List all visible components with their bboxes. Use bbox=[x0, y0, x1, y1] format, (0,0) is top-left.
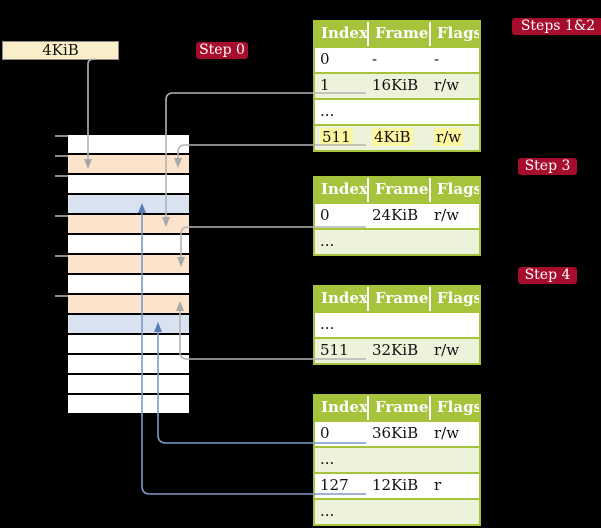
table-cell: 24KiB bbox=[372, 206, 419, 224]
table-header-row: Index Frame Flags bbox=[315, 178, 479, 202]
table-header-row: Index Frame Flags bbox=[315, 287, 479, 311]
table-cell: r bbox=[434, 476, 442, 494]
badge-steps-1-2: Steps 1&2 bbox=[512, 18, 601, 35]
memory-frame-row bbox=[68, 255, 189, 275]
page-table-steps-1-2: Index Frame Flags 0 - - 1 16KiB r/w ... … bbox=[313, 20, 481, 152]
table-header-row: Index Frame Flags bbox=[315, 22, 479, 46]
header-cell-flags: Flags bbox=[429, 287, 479, 311]
header-cell-frame: Frame bbox=[367, 178, 429, 202]
highlight: 511 bbox=[320, 128, 353, 146]
table-cell bbox=[367, 100, 429, 124]
memory-frame-row bbox=[68, 155, 189, 175]
table-row: 1 16KiB r/w bbox=[315, 72, 479, 98]
table-cell: 16KiB bbox=[372, 76, 419, 94]
table-cell: 0 bbox=[320, 424, 330, 442]
highlight: 4KiB bbox=[372, 128, 413, 146]
table-row: ... bbox=[315, 98, 479, 124]
table-row: ... bbox=[315, 498, 479, 524]
table-cell: r/w bbox=[434, 341, 460, 359]
table-cell: ... bbox=[320, 450, 335, 468]
header-cell-flags: Flags bbox=[429, 178, 479, 202]
table-cell bbox=[367, 230, 429, 254]
header-cell-index: Index bbox=[321, 24, 367, 42]
table-cell bbox=[429, 448, 479, 472]
table-cell: 1 bbox=[320, 76, 330, 94]
table-cell: 511 bbox=[320, 341, 349, 359]
table-row-highlighted: 511 4KiB r/w bbox=[315, 124, 479, 150]
table-cell: 0 bbox=[320, 50, 330, 68]
table-row: 0 - - bbox=[315, 46, 479, 72]
table-row: 127 12KiB r bbox=[315, 472, 479, 498]
table-header-row: Index Frame Flags bbox=[315, 396, 479, 420]
table-row: ... bbox=[315, 311, 479, 337]
page-table-step-4: Index Frame Flags ... 511 32KiB r/w bbox=[313, 285, 481, 365]
header-cell-frame: Frame bbox=[367, 396, 429, 420]
memory-tick bbox=[55, 295, 68, 297]
table-cell: 127 bbox=[320, 476, 349, 494]
header-cell-index: Index bbox=[321, 289, 367, 307]
page-table-step-3: Index Frame Flags 0 24KiB r/w ... bbox=[313, 176, 481, 256]
memory-frame-row bbox=[68, 355, 189, 375]
header-cell-frame: Frame bbox=[367, 287, 429, 311]
table-cell bbox=[367, 448, 429, 472]
highlight: r/w bbox=[434, 128, 464, 146]
header-cell-index: Index bbox=[321, 180, 367, 198]
memory-tick bbox=[55, 215, 68, 217]
table-cell: r/w bbox=[429, 126, 479, 150]
table-cell bbox=[429, 313, 479, 337]
memory-frame-row bbox=[68, 335, 189, 355]
table-cell: ... bbox=[320, 315, 335, 333]
table-cell bbox=[429, 100, 479, 124]
table-cell: 0 bbox=[320, 206, 330, 224]
table-row: ... bbox=[315, 446, 479, 472]
table-row: 0 24KiB r/w bbox=[315, 202, 479, 228]
table-cell: 4KiB bbox=[367, 126, 429, 150]
memory-frame-row bbox=[68, 215, 189, 235]
table-cell bbox=[429, 230, 479, 254]
header-cell-flags: Flags bbox=[429, 22, 479, 46]
table-cell: 12KiB bbox=[372, 476, 419, 494]
table-cell: r/w bbox=[434, 424, 460, 442]
table-cell bbox=[429, 500, 479, 524]
memory-frame-row bbox=[68, 195, 189, 215]
badge-step-4: Step 4 bbox=[518, 267, 577, 284]
table-row: 0 36KiB r/w bbox=[315, 420, 479, 446]
table-cell: - bbox=[434, 50, 440, 68]
table-cell: ... bbox=[320, 232, 335, 250]
page-table-bottom: Index Frame Flags 0 36KiB r/w ... 127 12… bbox=[313, 394, 481, 526]
table-cell: r/w bbox=[434, 76, 460, 94]
memory-frame-row bbox=[68, 135, 189, 155]
memory-frame-row bbox=[68, 375, 189, 395]
table-cell bbox=[367, 500, 429, 524]
root-frame-box: 4KiB bbox=[2, 41, 119, 60]
memory-frame-row bbox=[68, 175, 189, 195]
table-row: ... bbox=[315, 228, 479, 254]
table-cell: ... bbox=[320, 102, 335, 120]
badge-step-3: Step 3 bbox=[518, 158, 577, 175]
memory-frame-row bbox=[68, 395, 189, 413]
memory-frame-row bbox=[68, 315, 189, 335]
memory-frame-row bbox=[68, 275, 189, 295]
physical-memory-strip bbox=[68, 135, 189, 413]
badge-step-0: Step 0 bbox=[196, 42, 248, 59]
memory-tick bbox=[55, 255, 68, 257]
table-cell: - bbox=[372, 50, 378, 68]
header-cell-index: Index bbox=[321, 398, 367, 416]
memory-tick bbox=[55, 135, 68, 137]
table-cell: r/w bbox=[434, 206, 460, 224]
table-row: 511 32KiB r/w bbox=[315, 337, 479, 363]
table-cell: 36KiB bbox=[372, 424, 419, 442]
table-cell: 511 bbox=[315, 126, 367, 150]
memory-frame-row bbox=[68, 295, 189, 315]
table-cell bbox=[367, 313, 429, 337]
memory-frame-row bbox=[68, 235, 189, 255]
table-cell: ... bbox=[320, 502, 335, 520]
table-cell: 32KiB bbox=[372, 341, 419, 359]
memory-tick bbox=[55, 175, 68, 177]
memory-tick bbox=[55, 155, 68, 157]
header-cell-frame: Frame bbox=[367, 22, 429, 46]
header-cell-flags: Flags bbox=[429, 396, 479, 420]
